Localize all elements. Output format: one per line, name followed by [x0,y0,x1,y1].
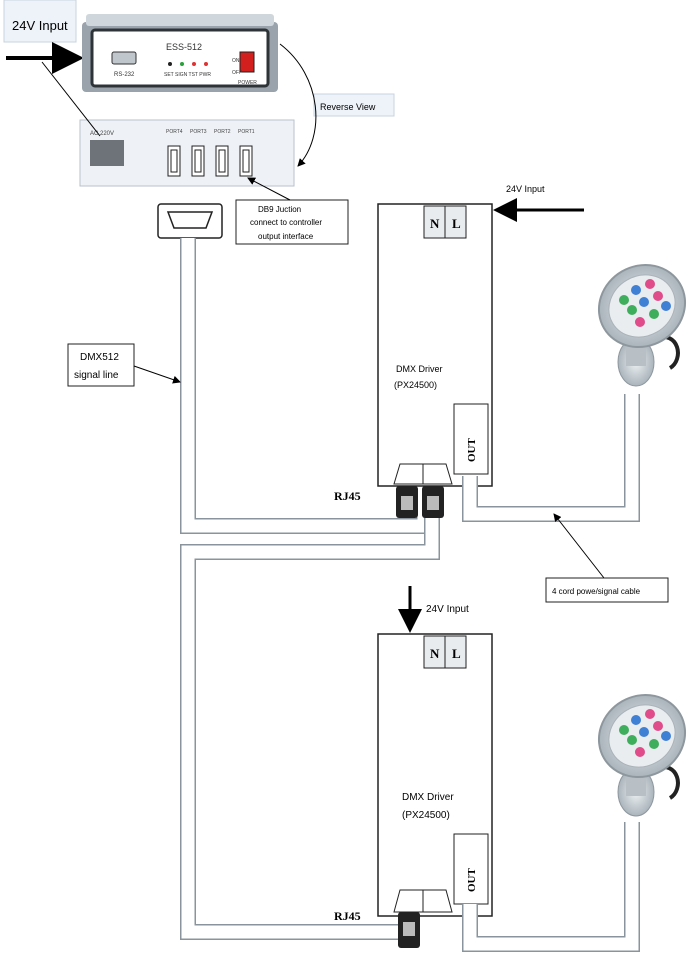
status-led-icon [204,62,208,66]
controller-rear: AC 220V PORT4 PORT3 PORT2 PORT1 [79,119,295,187]
dmx-signal-line [180,238,440,940]
dmx-label-box [67,343,135,387]
cable-callout-label: 4 cord powe/signal cable [552,587,641,596]
rj45-plug-icon [396,486,418,518]
power-signal-cable-1 [462,394,640,522]
db9-callout-line3: output interface [258,232,314,241]
dmx-label-pointer [133,365,181,384]
power-socket-icon [90,140,124,166]
svg-text:OFF: OFF [232,70,242,76]
terminal-n-label: N [430,216,440,231]
cable-callout-pointer [553,513,605,579]
svg-text:PORT2: PORT2 [214,129,231,135]
svg-text:RS-232: RS-232 [114,72,135,78]
out-label: OUT [466,868,478,893]
svg-text:SET SIGN TST PWR: SET SIGN TST PWR [164,72,211,78]
input-label-driver-1: 24V Input [506,184,545,194]
rj45-plug-icon [398,912,420,948]
power-signal-cable-2 [462,822,640,952]
dmx-label-line1: DMX512 [80,352,119,363]
svg-text:POWER: POWER [238,80,257,86]
db9-callout-box [235,199,349,245]
rj45-label-1: RJ45 [334,489,361,503]
db9-port-icon [167,145,181,177]
status-led-icon [180,62,184,66]
dmx-driver-2: N L DMX Driver (PX24500) OUT [377,633,493,917]
dmx-label-line2: signal line [74,370,119,381]
terminal-n-label: N [430,646,440,661]
db9-junction-connector [157,203,223,239]
svg-text:PORT1: PORT1 [238,129,255,135]
db9-port-icon [239,145,253,177]
rj45-plug-icon [422,486,444,518]
power-switch-icon [239,51,255,73]
driver-model: (PX24500) [402,810,450,821]
status-led-icon [192,62,196,66]
status-led-icon [168,62,172,66]
led-spotlight-icon [597,263,687,387]
reverse-view-arrow [279,43,317,167]
rs232-port-icon [111,51,137,65]
cable-callout-box [545,577,669,603]
driver-name: DMX Driver [396,364,443,374]
svg-text:ON: ON [232,58,240,64]
dmx-driver-1: N L DMX Driver (PX24500) OUT [377,203,493,487]
db9-port-icon [215,145,229,177]
driver-model: (PX24500) [394,380,437,390]
reverse-view-box [313,93,395,117]
db9-callout-line1: DB9 Juction [258,205,301,214]
svg-text:AC 220V: AC 220V [90,131,114,137]
input-label-top: 24V Input [12,18,68,33]
controller-front: RS-232 ESS-512 SET SIGN TST PWR ON OFF P… [82,14,278,92]
rj45-label-2: RJ45 [334,909,361,923]
terminal-l-label: L [452,646,461,661]
db9-callout-pointer [247,177,291,201]
db9-port-icon [191,145,205,177]
driver-name: DMX Driver [402,792,454,803]
led-spotlight-icon [597,693,687,817]
reverse-view-label: Reverse View [320,102,376,112]
input-label-box-top [3,0,77,43]
controller-model: ESS-512 [166,42,202,52]
svg-text:PORT4: PORT4 [166,129,183,135]
db9-callout-line2: connect to controller [250,218,322,227]
out-label: OUT [466,438,478,463]
input-label-driver-2: 24V Input [426,604,469,615]
svg-text:PORT3: PORT3 [190,129,207,135]
power-input-pointer [41,61,101,137]
terminal-l-label: L [452,216,461,231]
